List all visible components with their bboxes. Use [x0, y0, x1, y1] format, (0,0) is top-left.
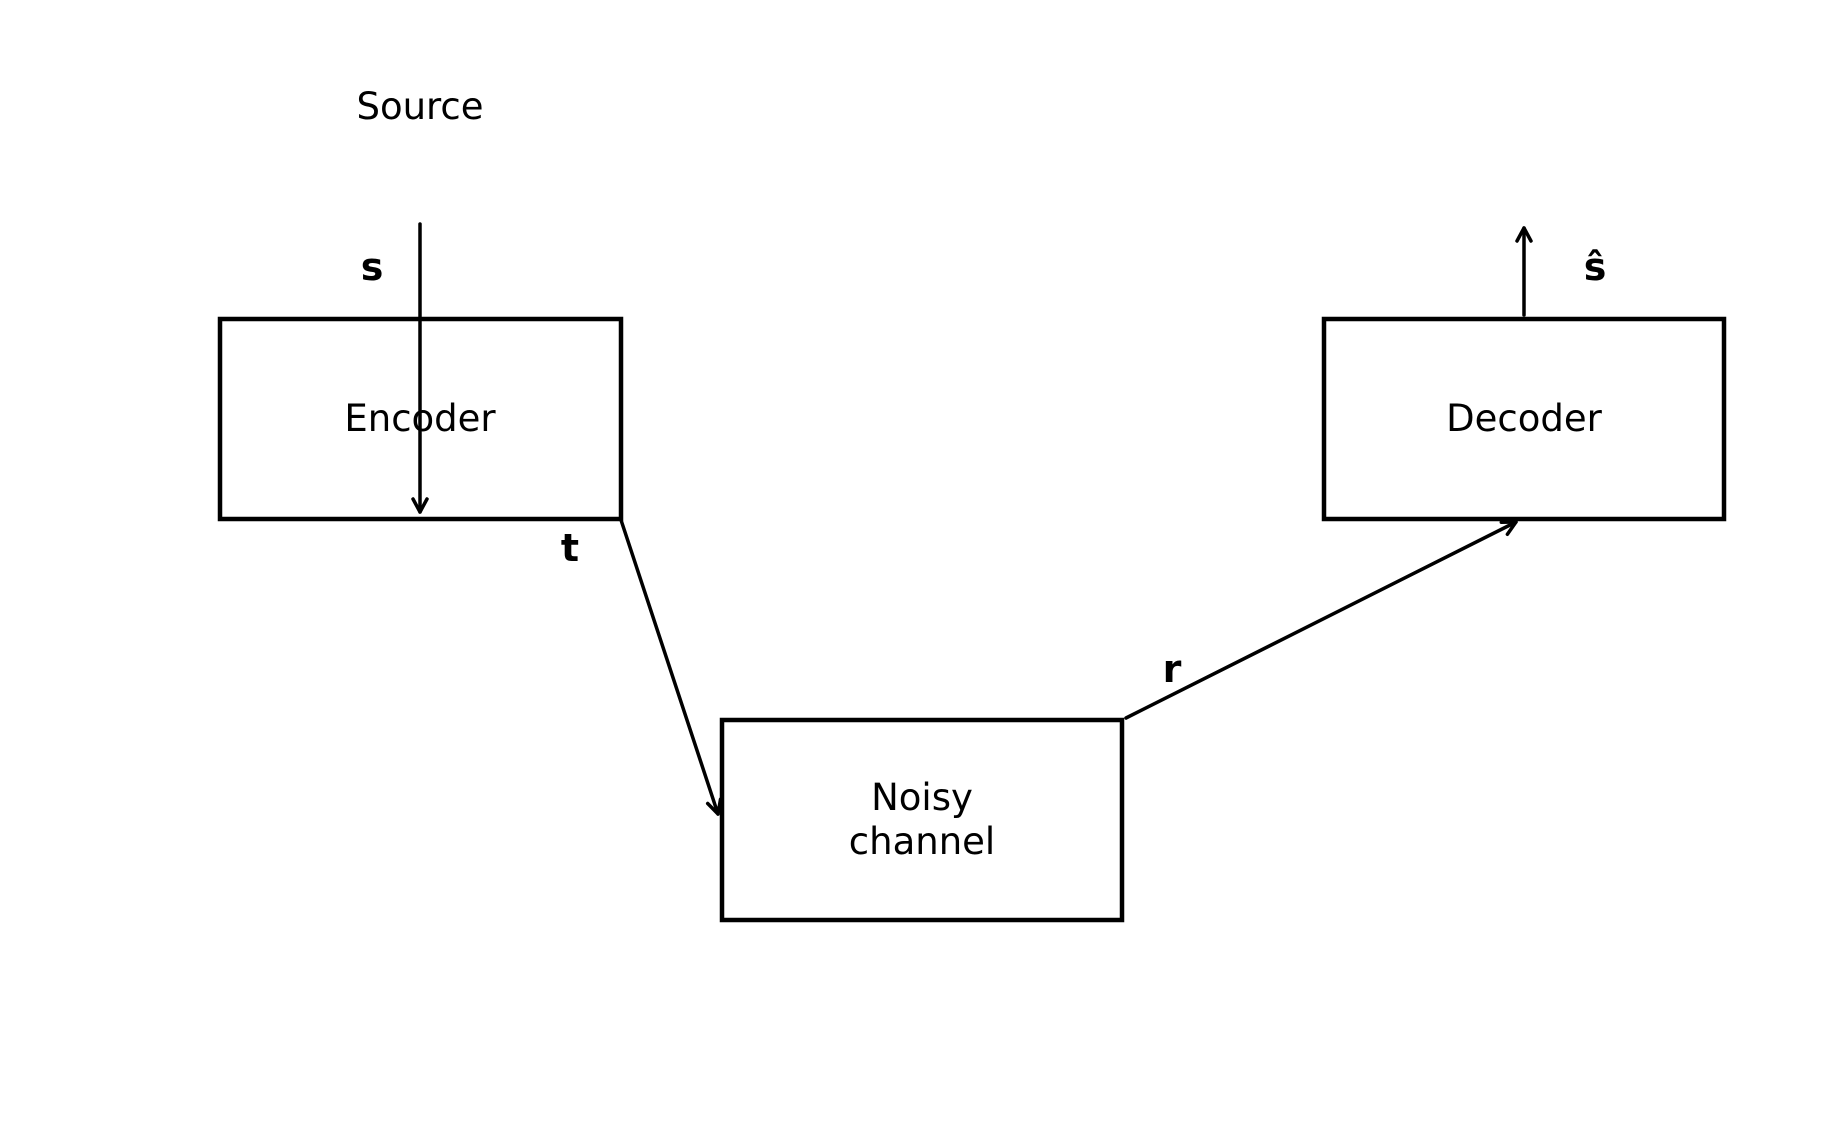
decoder-label: Decoder: [1446, 397, 1602, 440]
arrow-t: t: [561, 518, 723, 816]
label-r: r: [1163, 647, 1182, 691]
arrow-s-hat-head: [1515, 226, 1533, 243]
arrow-r: r: [1124, 520, 1518, 720]
arrow-s-head: [411, 497, 429, 514]
label-t: t: [561, 526, 579, 570]
arrow-r-line: [1124, 520, 1518, 720]
arrow-r-head: [1499, 520, 1518, 537]
noisy-channel-box: [719, 717, 1125, 923]
source-label: Source: [356, 85, 483, 128]
arrow-s: s: [361, 222, 429, 514]
arrow-s-hat: ŝ: [1515, 226, 1607, 317]
arrow-t-head: [705, 797, 723, 816]
noisy-channel-label-line1: Noisy: [871, 776, 973, 819]
decoder-box: [1321, 316, 1727, 522]
noisy-channel-label-line2: channel: [849, 820, 995, 863]
noisy-channel-node: Noisy channel: [719, 717, 1125, 923]
label-s: s: [361, 245, 384, 289]
label-s-hat: ŝ: [1584, 245, 1607, 289]
arrow-t-line: [619, 518, 720, 816]
decoder-node: Decoder: [1321, 316, 1727, 522]
